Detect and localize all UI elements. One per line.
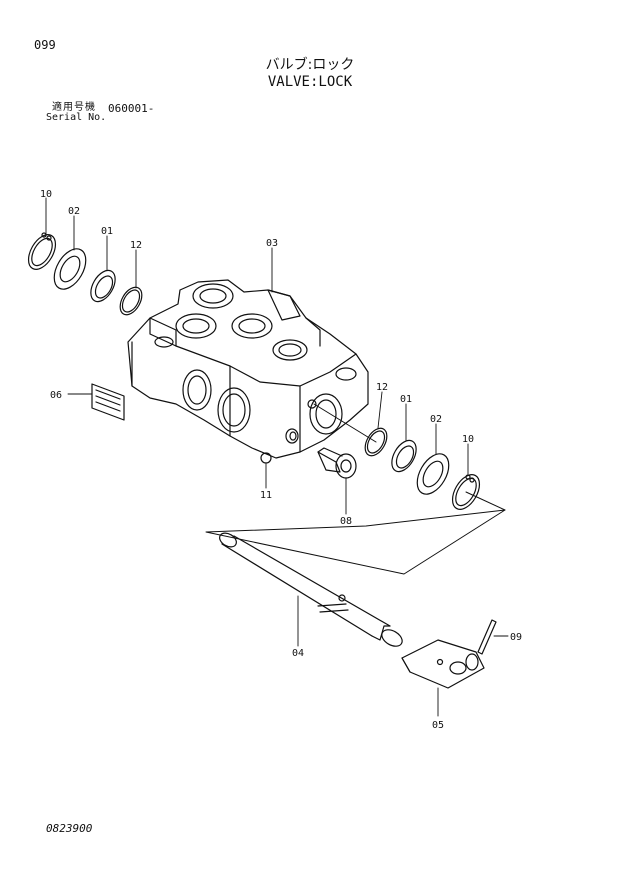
plug: [317, 447, 357, 479]
callout-09: 09: [510, 632, 522, 643]
callout-04: 04: [292, 648, 304, 659]
callout-01-left: 01: [101, 226, 113, 237]
spacer-left: [90, 269, 116, 303]
snap-ring-right: [451, 474, 481, 510]
serial-label-japanese: 適用号機: [52, 102, 96, 113]
callouts: 10 02 01 12 03 06 12 01 02 10 11 08 04 0…: [40, 189, 522, 731]
backup-ring-right: [416, 453, 450, 495]
assembly-lines: [205, 403, 506, 575]
document-code: 0823900: [46, 822, 93, 835]
callout-03: 03: [266, 238, 278, 249]
serial-label-english: Serial No.: [46, 112, 107, 123]
name-plate: [91, 383, 125, 421]
title-english: VALVE:LOCK: [267, 74, 353, 90]
valve-body: [127, 279, 369, 459]
o-ring-left: [119, 286, 143, 316]
ball: [260, 452, 272, 464]
callout-06: 06: [50, 390, 62, 401]
title-japanese: バルブ:ロック: [265, 57, 355, 73]
spacer-right: [391, 439, 417, 473]
callout-12-left: 12: [130, 240, 142, 251]
snap-ring-left: [27, 232, 57, 270]
page-number: 099: [34, 38, 56, 52]
callout-11: 11: [260, 490, 272, 501]
leader-lines: [45, 197, 509, 717]
backup-ring-left: [53, 248, 87, 290]
serial-value: 060001-: [108, 102, 155, 115]
callout-02-left: 02: [68, 206, 80, 217]
lever: [401, 639, 485, 689]
spool: [219, 532, 403, 647]
callout-02-right: 02: [430, 414, 442, 425]
callout-05: 05: [432, 720, 444, 731]
callout-10-right: 10: [462, 434, 474, 445]
callout-10-left: 10: [40, 189, 52, 200]
pin: [477, 619, 497, 655]
callout-01-right: 01: [400, 394, 412, 405]
callout-08: 08: [340, 516, 352, 527]
callout-12-right: 12: [376, 382, 388, 393]
